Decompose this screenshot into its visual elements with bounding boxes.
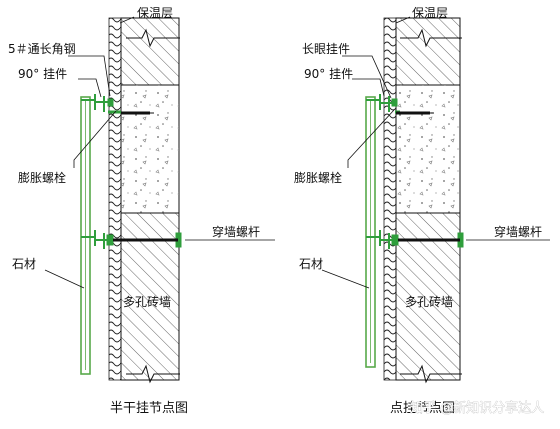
left-stone-label: 石材 xyxy=(12,257,36,271)
right-insulation-layer xyxy=(383,17,397,381)
left-wall-label: 多孔砖墙 xyxy=(123,294,171,309)
left-insulation-layer xyxy=(108,17,122,381)
left-angle-steel-label: 5＃通长角钢 xyxy=(8,42,76,56)
left-upper-hanger xyxy=(81,94,121,114)
right-top-break-line xyxy=(400,28,462,48)
left-insulation-label: 保温层 xyxy=(137,6,173,20)
left-hanger-label: 90° 挂件 xyxy=(18,67,67,81)
right-through-bolt-label: 穿墙螺杆 xyxy=(494,224,542,239)
left-caption: 半干挂节点图 xyxy=(110,401,188,416)
watermark-text: 知乎 @新知识分享达人 xyxy=(410,400,544,416)
right-anchor-bolt-label: 膨胀螺栓 xyxy=(294,170,342,185)
left-detail: 保温层 5＃通长角钢 90° 挂件 膨胀螺栓 穿墙螺杆 石材 多孔砖墙 半干挂节… xyxy=(8,6,275,416)
right-detail: 保温层 长眼挂件 90° 挂件 膨胀螺栓 穿墙螺杆 石材 多孔砖墙 点挂节点图 xyxy=(294,6,550,416)
left-through-bolt-label: 穿墙螺杆 xyxy=(212,224,260,239)
left-bottom-break-line xyxy=(126,364,180,384)
right-hanger-label: 90° 挂件 xyxy=(304,67,353,81)
left-top-break-line xyxy=(126,28,180,48)
left-anchor-bolt-label: 膨胀螺栓 xyxy=(18,170,66,185)
right-long-eye-hanger-label: 长眼挂件 xyxy=(302,42,350,56)
right-upper-hanger xyxy=(366,94,400,114)
left-lower-hanger xyxy=(81,230,182,249)
right-bottom-break-line xyxy=(400,364,462,384)
right-stone-label: 石材 xyxy=(299,257,323,271)
right-caption: 点挂节点图 xyxy=(390,401,455,416)
right-wall-label: 多孔砖墙 xyxy=(405,294,453,309)
right-insulation-label: 保温层 xyxy=(412,6,448,20)
right-lower-hanger xyxy=(366,230,464,249)
